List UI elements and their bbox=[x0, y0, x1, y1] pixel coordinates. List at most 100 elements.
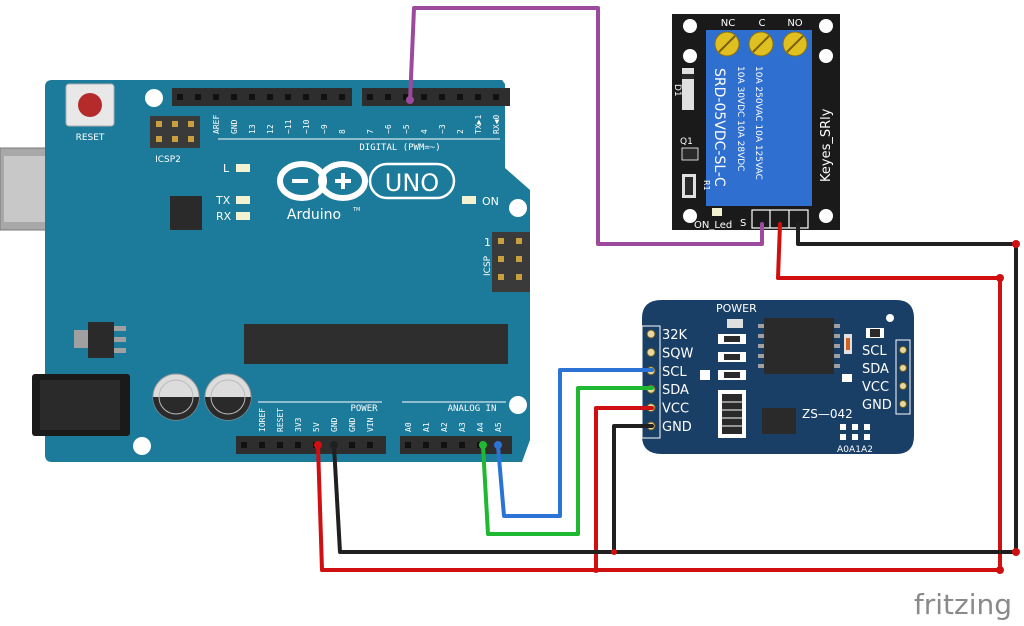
digital-pin-label: RX◀0 bbox=[492, 115, 501, 134]
relay-nc-label: NC bbox=[721, 18, 735, 29]
digital-pin[interactable] bbox=[385, 94, 391, 100]
wire-black-relay-gnd[interactable] bbox=[796, 222, 1018, 550]
digital-pin-label: ~5 bbox=[402, 124, 411, 134]
digital-pin[interactable] bbox=[249, 94, 255, 100]
digital-pin[interactable] bbox=[213, 94, 219, 100]
led-rx-label: RX bbox=[216, 210, 232, 223]
analog-pin[interactable] bbox=[441, 442, 447, 448]
digital-pin-label: 7 bbox=[366, 129, 375, 134]
rtc-left-pin[interactable] bbox=[646, 329, 656, 339]
voltage-regulator bbox=[88, 322, 114, 358]
digital-pin-label: ~9 bbox=[320, 124, 329, 134]
led-rx bbox=[236, 212, 250, 220]
digital-header-right bbox=[362, 88, 510, 106]
digital-pin[interactable] bbox=[439, 94, 445, 100]
led-on-label: ON bbox=[482, 195, 499, 208]
digital-pin[interactable] bbox=[421, 94, 427, 100]
relay-c-label: C bbox=[759, 18, 766, 29]
capacitor-1 bbox=[152, 373, 200, 421]
analog-pin[interactable] bbox=[405, 442, 411, 448]
ds3231-chip bbox=[764, 318, 834, 374]
rtc-right-pin[interactable] bbox=[899, 400, 907, 408]
digital-pin-label: TX▶1 bbox=[474, 115, 483, 134]
relay-screw-terminals bbox=[714, 31, 808, 57]
analog-pin[interactable] bbox=[423, 442, 429, 448]
wire-red-relay-vcc[interactable] bbox=[776, 222, 1002, 572]
rtc-right-pin[interactable] bbox=[899, 382, 907, 390]
digital-pin[interactable] bbox=[321, 94, 327, 100]
relay-module: NC C NO SRD-05VDC-SL-C 10A 30VDC 10A 28V… bbox=[672, 14, 840, 231]
icsp2-label: ICSP2 bbox=[155, 155, 181, 165]
rtc-left-pin[interactable] bbox=[646, 347, 656, 357]
rtc-address-label: A2 bbox=[861, 445, 873, 455]
q1-label: Q1 bbox=[680, 137, 693, 147]
power-pin-label: VIN bbox=[366, 417, 375, 432]
power-pin-label: IOREF bbox=[258, 408, 267, 432]
wire-black-rtc-gnd[interactable] bbox=[612, 424, 654, 554]
relay-on-led bbox=[712, 208, 722, 216]
relay-no-label: NO bbox=[787, 18, 802, 29]
digital-pin[interactable] bbox=[457, 94, 463, 100]
digital-pin[interactable] bbox=[339, 94, 345, 100]
digital-pin[interactable] bbox=[475, 94, 481, 100]
rtc-left-pin-label: 32K bbox=[662, 328, 688, 343]
digital-header-left bbox=[172, 88, 352, 106]
icsp-pin1: 1 bbox=[484, 236, 491, 249]
relay-brand: Keyes_SRly bbox=[819, 108, 834, 182]
digital-pin-label: 4 bbox=[420, 129, 429, 134]
digital-pin[interactable] bbox=[285, 94, 291, 100]
icsp2-header bbox=[150, 116, 200, 148]
digital-pin-label: ~10 bbox=[302, 119, 311, 134]
arduino-logo: UNO Arduino TM bbox=[277, 161, 456, 223]
rtc-model: ZS—042 bbox=[802, 407, 853, 421]
power-pin[interactable] bbox=[349, 442, 355, 448]
digital-pin-label: AREF bbox=[212, 115, 221, 134]
rtc-left-header bbox=[641, 325, 661, 439]
wire-purple-signal[interactable] bbox=[408, 6, 764, 246]
analog-pin-label: A2 bbox=[440, 422, 449, 432]
power-pin[interactable] bbox=[367, 442, 373, 448]
digital-pwm-label: DIGITAL (PWM=~) bbox=[359, 143, 440, 153]
digital-pin-label: ~6 bbox=[384, 124, 393, 134]
digital-pin[interactable] bbox=[177, 94, 183, 100]
digital-pin[interactable] bbox=[303, 94, 309, 100]
wire-red-rtc-vcc[interactable] bbox=[594, 406, 654, 572]
analog-pin-label: A4 bbox=[476, 422, 485, 432]
digital-pin[interactable] bbox=[231, 94, 237, 100]
usb-chip bbox=[170, 196, 202, 230]
rtc-left-pin-label: SDA bbox=[662, 383, 689, 398]
on-led-label: ON_Led bbox=[694, 220, 732, 231]
relay-rating-1: 10A 250VAC 10A 125VAC bbox=[753, 66, 763, 180]
wires bbox=[316, 6, 1018, 572]
reset-label: RESET bbox=[76, 133, 105, 143]
digital-pin[interactable] bbox=[493, 94, 499, 100]
power-pin[interactable] bbox=[259, 442, 265, 448]
rtc-right-pin[interactable] bbox=[899, 364, 907, 372]
digital-pin[interactable] bbox=[267, 94, 273, 100]
rtc-left-pin-label: VCC bbox=[662, 402, 689, 417]
analog-pin-label: A1 bbox=[422, 422, 431, 432]
power-pin-label: GND bbox=[330, 417, 339, 432]
rtc-right-pin[interactable] bbox=[899, 346, 907, 354]
analog-in-label: ANALOG IN bbox=[448, 404, 497, 414]
digital-pin-label: 2 bbox=[456, 129, 465, 134]
digital-pin[interactable] bbox=[367, 94, 373, 100]
wire-green-sda[interactable] bbox=[481, 386, 654, 536]
rtc-right-header bbox=[895, 339, 911, 415]
wire-red-5v[interactable] bbox=[316, 444, 1002, 572]
power-pin[interactable] bbox=[277, 442, 283, 448]
rtc-power-led bbox=[727, 319, 743, 328]
relay-body bbox=[706, 30, 812, 206]
led-tx bbox=[236, 196, 250, 204]
power-header bbox=[236, 436, 386, 454]
analog-pin[interactable] bbox=[459, 442, 465, 448]
power-pin[interactable] bbox=[295, 442, 301, 448]
wire-blue-scl[interactable] bbox=[496, 368, 654, 518]
digital-pin[interactable] bbox=[403, 94, 409, 100]
wire-black-gnd[interactable] bbox=[332, 444, 1018, 554]
power-pin[interactable] bbox=[241, 442, 247, 448]
d1-label: D1 bbox=[672, 84, 682, 97]
rtc-right-pin-label: SDA bbox=[862, 362, 889, 377]
digital-pin[interactable] bbox=[195, 94, 201, 100]
